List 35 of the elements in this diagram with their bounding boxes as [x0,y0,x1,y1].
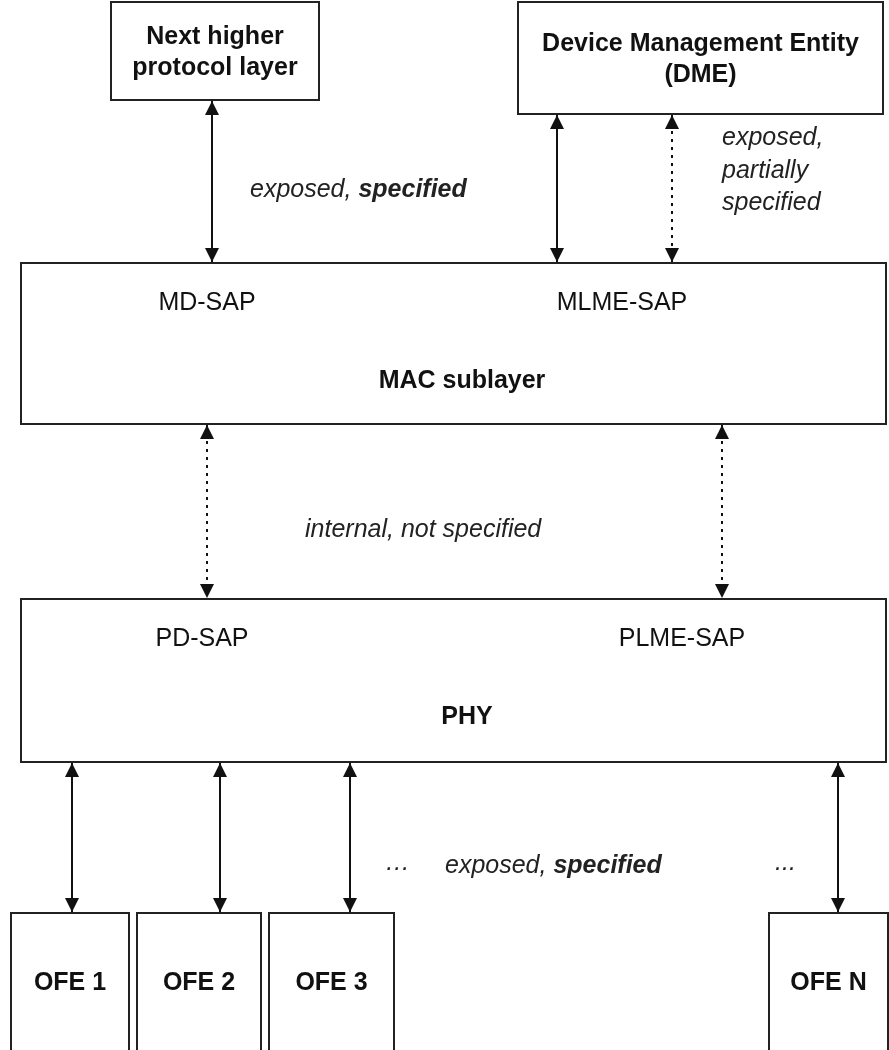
layer-box [10,912,130,1050]
layer-box [768,912,889,1050]
layer-box [136,912,262,1050]
layer-name: MAC sublayer [378,364,546,395]
interface-note: … [385,846,410,877]
sap-label: MD-SAP [158,286,256,317]
layer-box [517,1,884,115]
box-title: OFE 2 [162,966,236,998]
box-title: OFE 3 [295,966,368,998]
arrow [200,424,214,599]
arrow [343,762,357,913]
sap-label: MLME-SAP [556,286,688,317]
interface-note: internal, not specified [305,513,542,544]
arrow [205,100,219,263]
arrow [715,424,729,599]
box-title: OFE N [790,966,867,998]
interface-note: exposed, specified [445,849,662,880]
layer-box [268,912,395,1050]
layer-box [20,598,887,763]
layer-box [20,262,887,425]
sap-label: PD-SAP [155,622,249,653]
sap-label: PLME-SAP [618,622,746,653]
arrow [65,762,79,913]
interface-note: ... [775,846,796,877]
box-title: Device Management Entity (DME) [541,26,860,89]
box-title: OFE 1 [33,966,107,998]
arrow [665,114,679,263]
arrow [213,762,227,913]
box-title: Next higher protocol layer [131,19,299,82]
arrow [550,114,564,263]
interface-note: exposed, partially specified [722,121,825,217]
arrow [831,762,845,913]
layer-name: PHY [441,700,493,731]
layer-box [110,1,320,101]
interface-note: exposed, specified [250,173,467,204]
